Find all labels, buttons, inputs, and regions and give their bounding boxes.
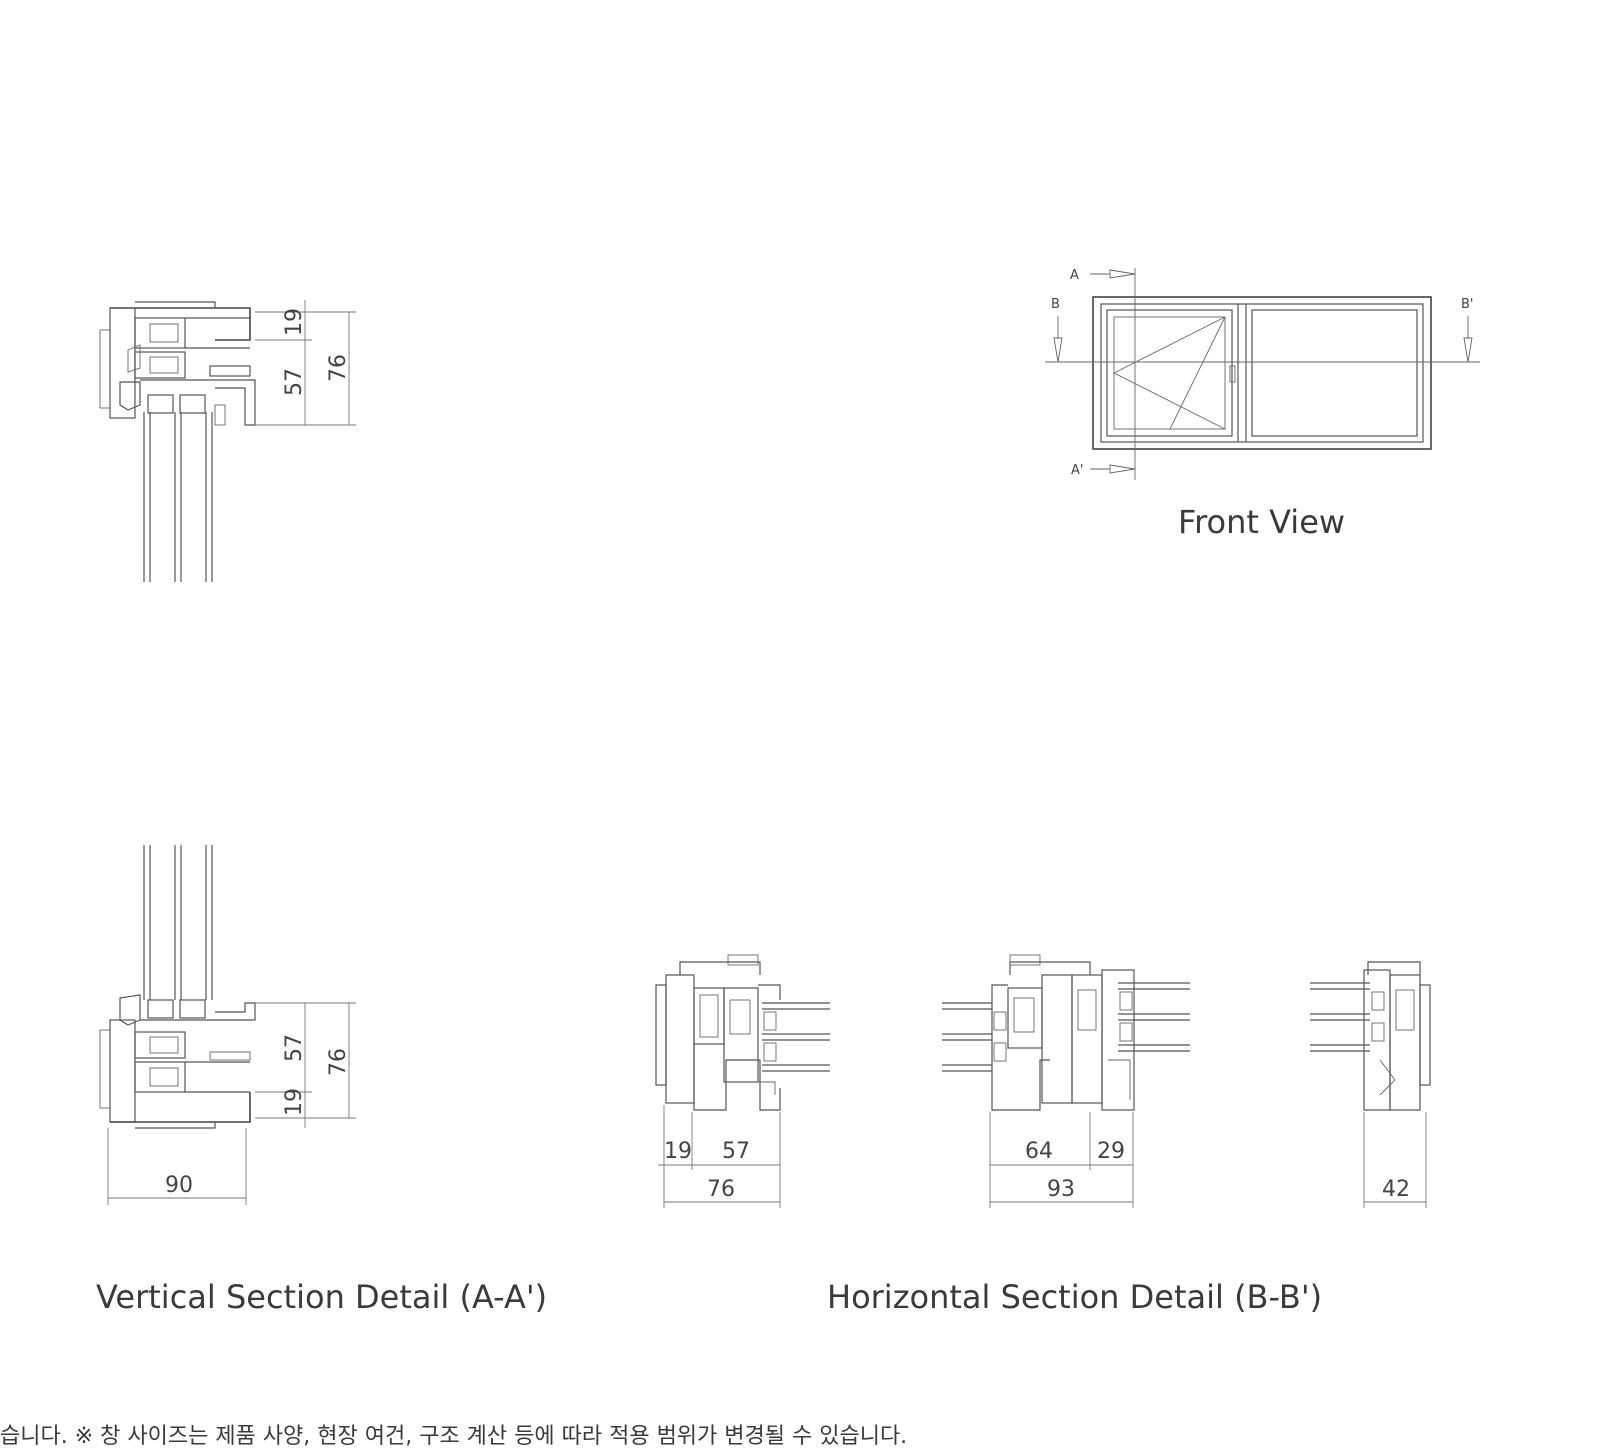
dim-vtop-19: 19: [282, 308, 307, 336]
marker-b: B: [1051, 297, 1060, 312]
vertical-section-caption: Vertical Section Detail (A-A'): [96, 1278, 548, 1316]
vertical-section-bottom-profile: [99, 845, 256, 1129]
front-view-caption: Front View: [1178, 503, 1346, 541]
dim-hcenter-29: 29: [1097, 1139, 1125, 1164]
dim-hright-42: 42: [1382, 1177, 1410, 1202]
front-view-drawing: A A' B B': [1045, 268, 1480, 480]
dim-hleft-57: 57: [722, 1139, 750, 1164]
dim-hcenter-93: 93: [1047, 1177, 1075, 1202]
horizontal-section-right-dimensions: 42: [1363, 1112, 1427, 1208]
dim-vtop-76: 76: [326, 354, 351, 382]
dim-hcenter-64: 64: [1025, 1139, 1053, 1164]
horizontal-section-right-profile: [1310, 961, 1431, 1111]
horizontal-section-center-dimensions: 64 29 93: [989, 1112, 1134, 1208]
dim-vtop-57: 57: [282, 368, 307, 396]
horizontal-section-center-profile: [942, 954, 1190, 1111]
dim-vbot-90: 90: [165, 1173, 193, 1198]
marker-b-prime: B': [1461, 297, 1474, 312]
horizontal-section-caption: Horizontal Section Detail (B-B'): [827, 1278, 1323, 1316]
marker-a: A: [1070, 268, 1079, 283]
dim-vbot-76: 76: [326, 1048, 351, 1076]
vertical-section-top-dimensions: 19 57 76: [255, 300, 356, 426]
dim-vbot-19: 19: [282, 1088, 307, 1116]
dim-hleft-76: 76: [707, 1177, 735, 1202]
marker-a-prime: A': [1071, 463, 1083, 478]
dim-vbot-57: 57: [282, 1034, 307, 1062]
horizontal-section-left-profile: [655, 954, 830, 1111]
vertical-section-top-profile: [99, 301, 256, 582]
vertical-section-bottom-dimensions: 57 19 76 90: [107, 1002, 356, 1205]
dim-hleft-19: 19: [664, 1139, 692, 1164]
footnote: 습니다. ※ 창 사이즈는 제품 사양, 현장 여건, 구조 계산 등에 따라 …: [0, 1424, 908, 1449]
horizontal-section-left-dimensions: 19 57 76: [658, 1105, 781, 1208]
